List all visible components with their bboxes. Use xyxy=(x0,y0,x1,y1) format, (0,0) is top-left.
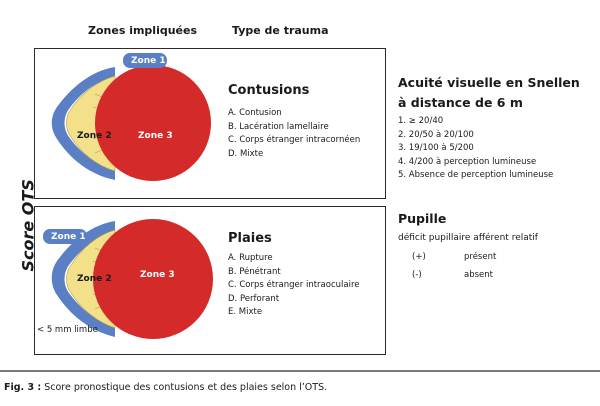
list-item: D. Perforant xyxy=(228,293,280,304)
zone3-region xyxy=(93,219,213,339)
panel-contusions: Zone 1 Zone 2 Zone 3 Contusions A. Contu… xyxy=(34,48,386,199)
list-item: C. Corps étranger intracornéen xyxy=(228,135,361,145)
list-item: B. Pénétrant xyxy=(228,266,281,277)
list-item: E. Mixte xyxy=(228,307,263,317)
limbe-label: < 5 mm limbe xyxy=(37,325,98,335)
zone2-label: Zone 2 xyxy=(77,274,112,284)
list-item: C. Corps étranger intraoculaire xyxy=(228,280,360,290)
acuity-title-line2: à distance de 6 m xyxy=(398,95,523,110)
plaies-list: A. Rupture B. Pénétrant C. Corps étrange… xyxy=(228,252,359,320)
list-item: B. Lacération lamellaire xyxy=(228,121,329,132)
list-item: 2. 20/50 à 20/100 xyxy=(398,129,474,140)
zone1-label: Zone 1 xyxy=(51,232,86,242)
contusions-list: A. Contusion B. Lacération lamellaire C.… xyxy=(228,107,360,161)
panel-plaies: Zone 1 Zone 2 Zone 3 < 5 mm limbe Plaies… xyxy=(34,206,386,355)
pupille-title: Pupille xyxy=(398,211,447,226)
list-item: A. Rupture xyxy=(228,253,273,263)
pupille-sign-present: (+) xyxy=(412,252,426,262)
eye-diagram-plaies xyxy=(43,219,213,339)
list-item: 1. ≥ 20/40 xyxy=(398,116,444,126)
plaies-title: Plaies xyxy=(228,231,272,246)
list-item: A. Contusion xyxy=(228,108,282,118)
pupille-subtitle: déficit pupillaire afférent relatif xyxy=(398,233,538,243)
caption-prefix: Fig. 3 : xyxy=(4,382,42,393)
zone1-label: Zone 1 xyxy=(131,56,166,66)
list-item: D. Mixte xyxy=(228,148,264,159)
caption-divider xyxy=(0,370,600,372)
zone1-region xyxy=(51,221,115,337)
zone2-label: Zone 2 xyxy=(77,131,112,141)
acuity-list: 1. ≥ 20/40 2. 20/50 à 20/100 3. 19/100 à… xyxy=(398,115,553,183)
list-item: 3. 19/100 à 5/200 xyxy=(398,143,474,153)
caption-text: Score pronostique des contusions et des … xyxy=(44,382,328,393)
zone3-label: Zone 3 xyxy=(140,270,175,280)
zone1-region xyxy=(51,67,115,180)
acuity-title-line1: Acuité visuelle en Snellen xyxy=(398,75,580,90)
list-item: 5. Absence de perception lumineuse xyxy=(398,170,554,180)
header-zones: Zones impliquées xyxy=(88,24,198,37)
pupille-label-absent: absent xyxy=(464,270,493,280)
pupille-label-present: présent xyxy=(464,252,497,262)
pupille-sign-absent: (-) xyxy=(412,270,422,280)
eye-diagram-contusions xyxy=(51,53,211,181)
zone3-label: Zone 3 xyxy=(138,131,173,141)
figure-caption: Fig. 3 : Score pronostique des contusion… xyxy=(4,382,327,393)
header-trauma-type: Type de trauma xyxy=(232,24,329,37)
contusions-title: Contusions xyxy=(228,83,310,98)
list-item: 4. 4/200 à perception lumineuse xyxy=(398,156,537,167)
zone3-region xyxy=(95,65,211,181)
